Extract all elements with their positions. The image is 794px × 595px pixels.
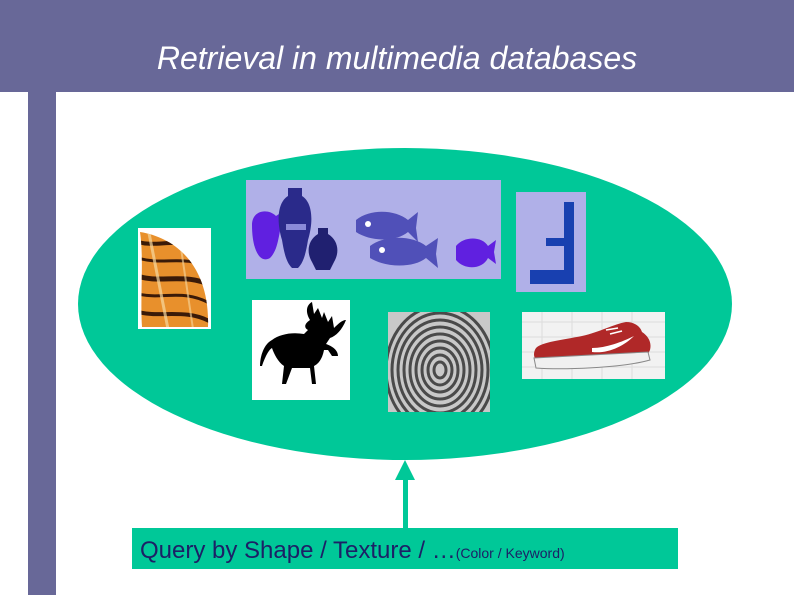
slide-title: Retrieval in multimedia databases	[156, 40, 638, 76]
query-text: Query by Shape / Texture / …(Color / Key…	[140, 537, 565, 565]
sneaker-image	[522, 312, 665, 379]
query-secondary-text: (Color / Keyword)	[455, 545, 565, 561]
up-arrow-icon	[395, 460, 415, 480]
moose-silhouette-image	[252, 300, 350, 400]
corner-shape-image	[516, 192, 586, 292]
query-box: Query by Shape / Texture / …(Color / Key…	[132, 528, 678, 569]
left-accent-bar	[28, 92, 56, 595]
query-main-text: Query by Shape / Texture / …	[140, 537, 456, 564]
up-arrow-shaft	[403, 478, 408, 528]
tiger-fur-image	[138, 228, 211, 329]
fingerprint-texture-image	[388, 312, 490, 412]
header-bar	[0, 0, 794, 92]
vases-and-fish-image	[246, 180, 501, 279]
